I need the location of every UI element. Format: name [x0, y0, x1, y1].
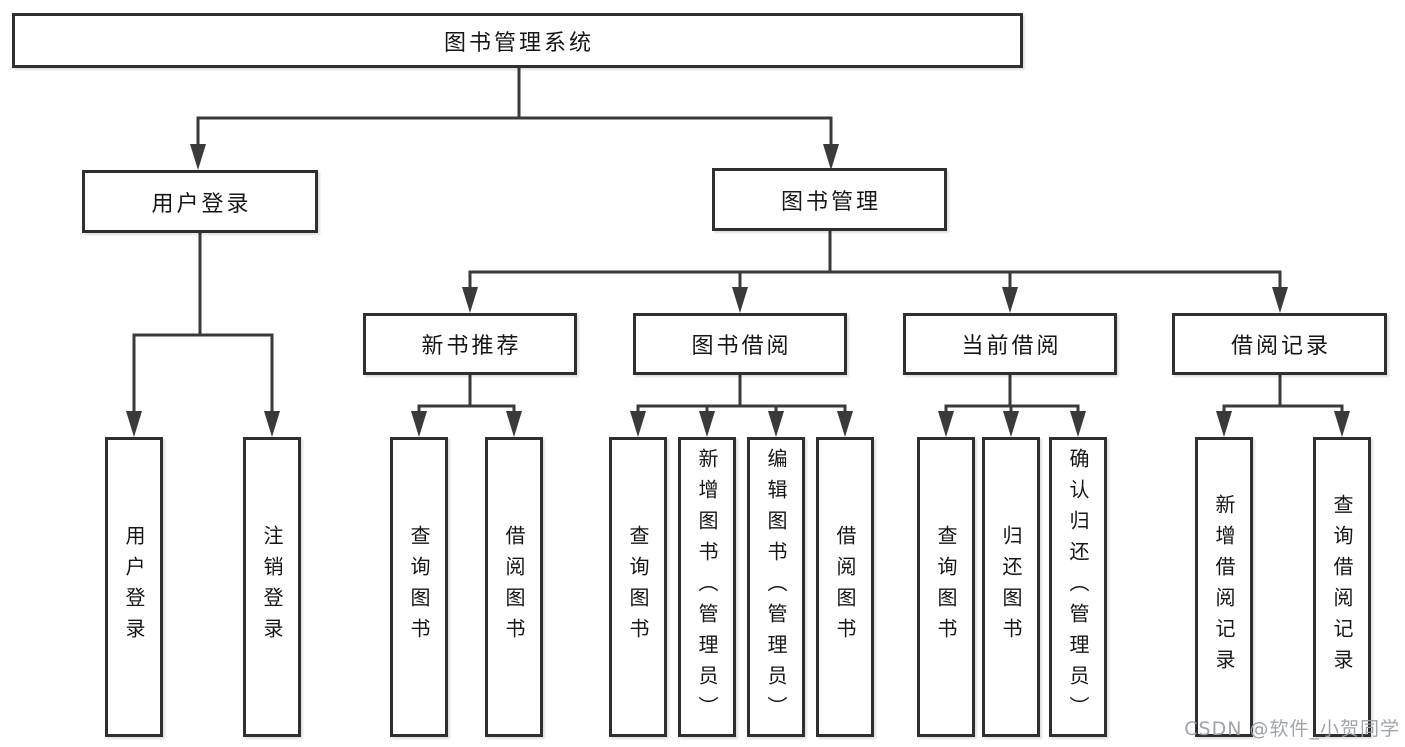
node-label: 借阅图书: [833, 525, 857, 649]
node-root: 图书管理系统: [12, 13, 1023, 68]
arrowhead: [699, 411, 715, 437]
node-label: 新书推荐: [421, 334, 522, 359]
leaf-borrow-books-recommend: 借阅图书: [485, 437, 543, 737]
node-label: 借阅图书: [502, 525, 526, 649]
node-new-book-recommend: 新书推荐: [363, 313, 577, 375]
arrowhead: [506, 411, 522, 437]
arrowhead: [938, 411, 954, 437]
arrowhead: [190, 144, 206, 170]
node-label: 新增图书（管理员）: [695, 447, 719, 727]
leaf-query-books-borrow: 查询图书: [609, 437, 667, 737]
arrowhead: [1334, 411, 1350, 437]
arrowhead: [1272, 287, 1288, 313]
arrowhead: [630, 411, 646, 437]
leaf-edit-book-admin: 编辑图书（管理员）: [747, 437, 805, 737]
arrowhead: [768, 411, 784, 437]
node-borrow-records: 借阅记录: [1172, 313, 1387, 375]
node-label: 图书管理: [780, 189, 881, 215]
node-label: 归还图书: [999, 525, 1023, 649]
node-label: 查询图书: [934, 525, 958, 649]
node-label: 图书管理系统: [443, 30, 594, 56]
arrowhead: [264, 411, 280, 437]
node-label: 用户登录: [151, 191, 252, 217]
node-label: 注销登录: [260, 525, 284, 649]
node-user-login: 用户登录: [82, 170, 318, 233]
node-book-management: 图书管理: [712, 168, 947, 231]
leaf-logout: 注销登录: [243, 437, 301, 737]
arrowhead: [732, 287, 748, 313]
arrowhead: [1002, 287, 1018, 313]
node-label: 编辑图书（管理员）: [764, 447, 788, 727]
leaf-return-books: 归还图书: [982, 437, 1040, 737]
arrowhead: [411, 411, 427, 437]
node-label: 新增借阅记录: [1212, 494, 1236, 680]
arrowhead: [1070, 411, 1086, 437]
node-label: 查询借阅记录: [1330, 494, 1354, 680]
leaf-query-books-current: 查询图书: [917, 437, 975, 737]
node-label: 借阅记录: [1230, 334, 1331, 359]
node-book-borrow: 图书借阅: [633, 313, 847, 375]
node-label: 查询图书: [626, 525, 650, 649]
leaf-add-book-admin: 新增图书（管理员）: [678, 437, 736, 737]
node-label: 确认归还（管理员）: [1066, 447, 1090, 727]
arrowhead: [1216, 411, 1232, 437]
node-label: 图书借阅: [691, 334, 792, 359]
node-label: 当前借阅: [961, 334, 1062, 359]
watermark: CSDN @软件_小贺同学: [1184, 718, 1400, 740]
leaf-borrow-books: 借阅图书: [816, 437, 874, 737]
node-label: 查询图书: [407, 525, 431, 649]
leaf-user-login: 用户登录: [105, 437, 163, 737]
arrowhead: [837, 411, 853, 437]
arrowhead: [126, 411, 142, 437]
arrowhead: [823, 144, 839, 170]
leaf-query-books-recommend: 查询图书: [390, 437, 448, 737]
leaf-add-borrow-record: 新增借阅记录: [1195, 437, 1253, 737]
arrowhead: [1003, 411, 1019, 437]
leaf-confirm-return-admin: 确认归还（管理员）: [1049, 437, 1107, 737]
node-label: 用户登录: [122, 525, 146, 649]
node-current-borrow: 当前借阅: [903, 313, 1117, 375]
arrowhead: [462, 287, 478, 313]
leaf-query-borrow-record: 查询借阅记录: [1313, 437, 1371, 737]
